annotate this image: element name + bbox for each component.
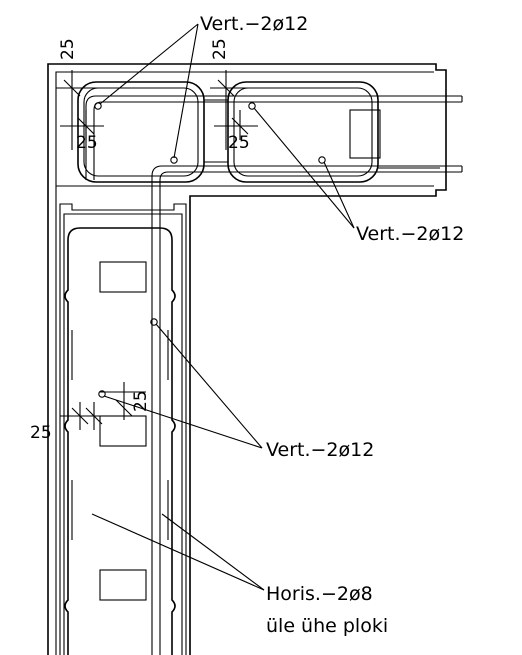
vertical-wall	[59, 203, 187, 655]
dim-wall-side: 25	[30, 423, 52, 443]
label-horis-note: üle ühe ploki	[266, 615, 388, 637]
horizontal-wall	[47, 63, 447, 655]
top-block-cells	[77, 81, 440, 183]
label-vert-top: Vert.−2ø12	[200, 13, 308, 35]
dimension-lines	[56, 70, 258, 430]
leader-lines	[91, 23, 355, 591]
dim-top-left: 25	[58, 38, 78, 60]
label-vert-mid: Vert.−2ø12	[266, 439, 374, 461]
vertical-bar-markers	[94, 102, 326, 398]
label-horis: Horis.−2ø8	[266, 583, 373, 605]
dim-top-mid: 25	[210, 38, 230, 60]
top-horizontal-bars	[85, 95, 463, 655]
dim-corner-mid: 25	[228, 133, 250, 153]
dim-wall-inner: 25	[131, 390, 151, 412]
label-vert-right: Vert.−2ø12	[356, 223, 464, 245]
dim-corner-left: 25	[76, 133, 98, 153]
